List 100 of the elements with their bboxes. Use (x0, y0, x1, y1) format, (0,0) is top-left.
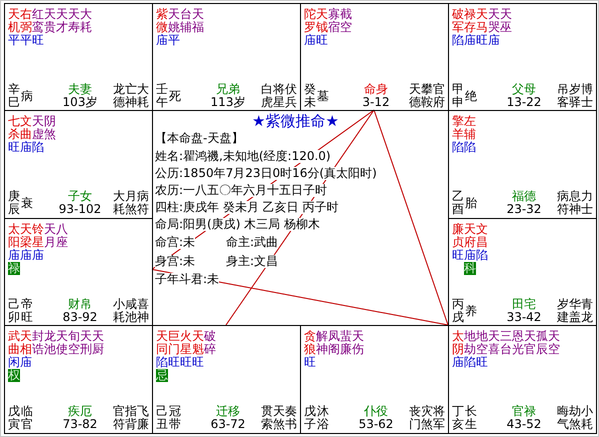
spirit-stars-row: 龙亡大 (113, 83, 149, 96)
brightness-row: 庙旺 (304, 34, 328, 47)
stem-branch-text: 戊子 (304, 405, 316, 431)
transformation-badge: 权 (8, 369, 20, 382)
brightness-row: 旺 (304, 356, 316, 369)
growth-stage-text: 衰 (21, 197, 33, 210)
palace-name: 田宅 (511, 298, 537, 311)
spirit-stars-row: 虎星兵 (261, 96, 297, 109)
palace-cell (448, 325, 597, 434)
palace-cell (4, 325, 153, 434)
palace-name: 财帛 (67, 298, 93, 311)
connector-line (374, 110, 448, 326)
brightness-row: 陷陷 (452, 141, 476, 154)
star-names-row: 微姚辅福 (156, 21, 204, 34)
star-names-row: 狼神阁廉伤 (304, 343, 364, 356)
spirit-stars-row: 贯天奏 (261, 405, 297, 418)
star-names-row: 天巨火天破 (156, 330, 216, 343)
palace-name: 仆役 (363, 405, 389, 418)
age-range: 13-22 (506, 96, 542, 109)
age-range: 113岁 (210, 96, 246, 109)
spirit-stars-row: 病息力 (557, 190, 593, 203)
spirit-stars-row: 晦劫小 (557, 405, 593, 418)
stem-branch-text: 己卯 (8, 298, 20, 324)
spirit-stars-row: 耗煞符 (113, 203, 149, 216)
age-range: 3-12 (361, 96, 391, 109)
palace-name: 兄弟 (215, 83, 241, 96)
star-names-row: 贪解凤蜚天 (304, 330, 364, 343)
stem-branch-text: 丙戌 (452, 298, 464, 324)
stem-branch-text: 庚辰 (8, 190, 20, 216)
spirit-stars-row: 德鞍府 (409, 96, 445, 109)
spirit-stars-row: 官指飞 (113, 405, 149, 418)
spirit-stars-row: 丧灾将 (409, 405, 445, 418)
palace-name: 疾厄 (67, 405, 93, 418)
palace-cell (152, 3, 301, 111)
star-names-row: 同门星魁碎 (156, 343, 216, 356)
age-range: 43-52 (506, 418, 542, 431)
star-names-row: 天右红天天天大 (8, 8, 92, 21)
age-range: 93-102 (58, 203, 102, 216)
growth-stage-text: 冠带 (169, 405, 181, 431)
brightness-row: 旺庙陷 (452, 249, 488, 262)
palace-cell (4, 110, 153, 219)
brightness-row: 平平旺 (8, 34, 44, 47)
growth-stage-text: 养 (465, 305, 477, 318)
palace-cell (300, 325, 449, 434)
star-names-row: 陀天寡截 (304, 8, 352, 21)
palace-cell (448, 3, 597, 111)
star-names-row: 羊辅 (452, 128, 476, 141)
spirit-stars-row: 气煞耗 (557, 418, 593, 431)
star-names-row: 曲相诰池使空刑厨 (8, 343, 104, 356)
palace-cell (152, 325, 301, 434)
stem-branch-text: 癸未 (304, 83, 316, 109)
palace-name: 父母 (511, 83, 537, 96)
spirit-stars-row: 索煞书 (261, 418, 297, 431)
brightness-row: 庙陷旺 (452, 356, 488, 369)
age-range: 23-32 (506, 203, 542, 216)
age-range: 53-62 (358, 418, 394, 431)
growth-stage-text: 死 (169, 90, 181, 103)
age-range: 83-92 (62, 311, 98, 324)
spirit-stars-row: 大月病 (113, 190, 149, 203)
star-names-row: 武天封龙天旬天天 (8, 330, 104, 343)
spirit-stars-row: 岁华青 (557, 298, 593, 311)
stem-branch-text: 壬午 (156, 83, 168, 109)
brightness-row: 庙平 (156, 34, 180, 47)
transformation-badge: 科 (464, 262, 476, 275)
spirit-stars-row: 吊岁博 (557, 83, 593, 96)
palace-cell (4, 218, 153, 326)
transformation-badge: 忌 (156, 369, 168, 382)
spirit-stars-row: 建盖龙 (557, 311, 593, 324)
brightness-row: 庙庙庙 (8, 249, 44, 262)
star-names-row: 太天铃天八 (8, 223, 68, 236)
star-names-row: 机弼鸾贵才寿耗 (8, 21, 92, 34)
star-names-row: 太地地天三恩天孤天 (452, 330, 560, 343)
brightness-row: 陷庙旺庙 (452, 34, 500, 47)
transformation-badge: 禄 (8, 262, 20, 275)
stem-branch-text: 己丑 (156, 405, 168, 431)
stem-branch-text: 辛巳 (8, 83, 20, 109)
star-names-row: 杀曲虚煞 (8, 128, 56, 141)
palace-name: 命身 (363, 83, 389, 96)
star-names-row: 阳梁星月座 (8, 236, 68, 249)
star-names-row: 破禄天天天 (452, 8, 512, 21)
age-range: 73-82 (62, 418, 98, 431)
growth-stage-text: 墓 (317, 90, 329, 103)
spirit-stars-row: 天攀官 (409, 83, 445, 96)
growth-stage-text: 胎 (465, 197, 477, 210)
star-names-row: 紫天台天 (156, 8, 204, 21)
stem-branch-text: 甲申 (452, 83, 464, 109)
stem-branch-text: 丁亥 (452, 405, 464, 431)
spirit-stars-row: 门煞军 (409, 418, 445, 431)
growth-stage-text: 沐浴 (317, 405, 329, 431)
age-range: 33-42 (506, 311, 542, 324)
star-names-row: 军存马哭巫 (452, 21, 512, 34)
star-names-row: 贞府昌 (452, 236, 488, 249)
brightness-row: 陷旺旺旺 (156, 356, 204, 369)
star-names-row: 阴劫空喜台光官辰空 (452, 343, 560, 356)
palace-name: 夫妻 (67, 83, 93, 96)
chart-title: ★紫微推命★ (252, 113, 339, 130)
star-names-row: 擎左 (452, 115, 476, 128)
growth-stage-text: 临官 (21, 405, 33, 431)
brightness-row: 旺庙陷 (8, 141, 44, 154)
growth-stage-text: 绝 (465, 90, 477, 103)
